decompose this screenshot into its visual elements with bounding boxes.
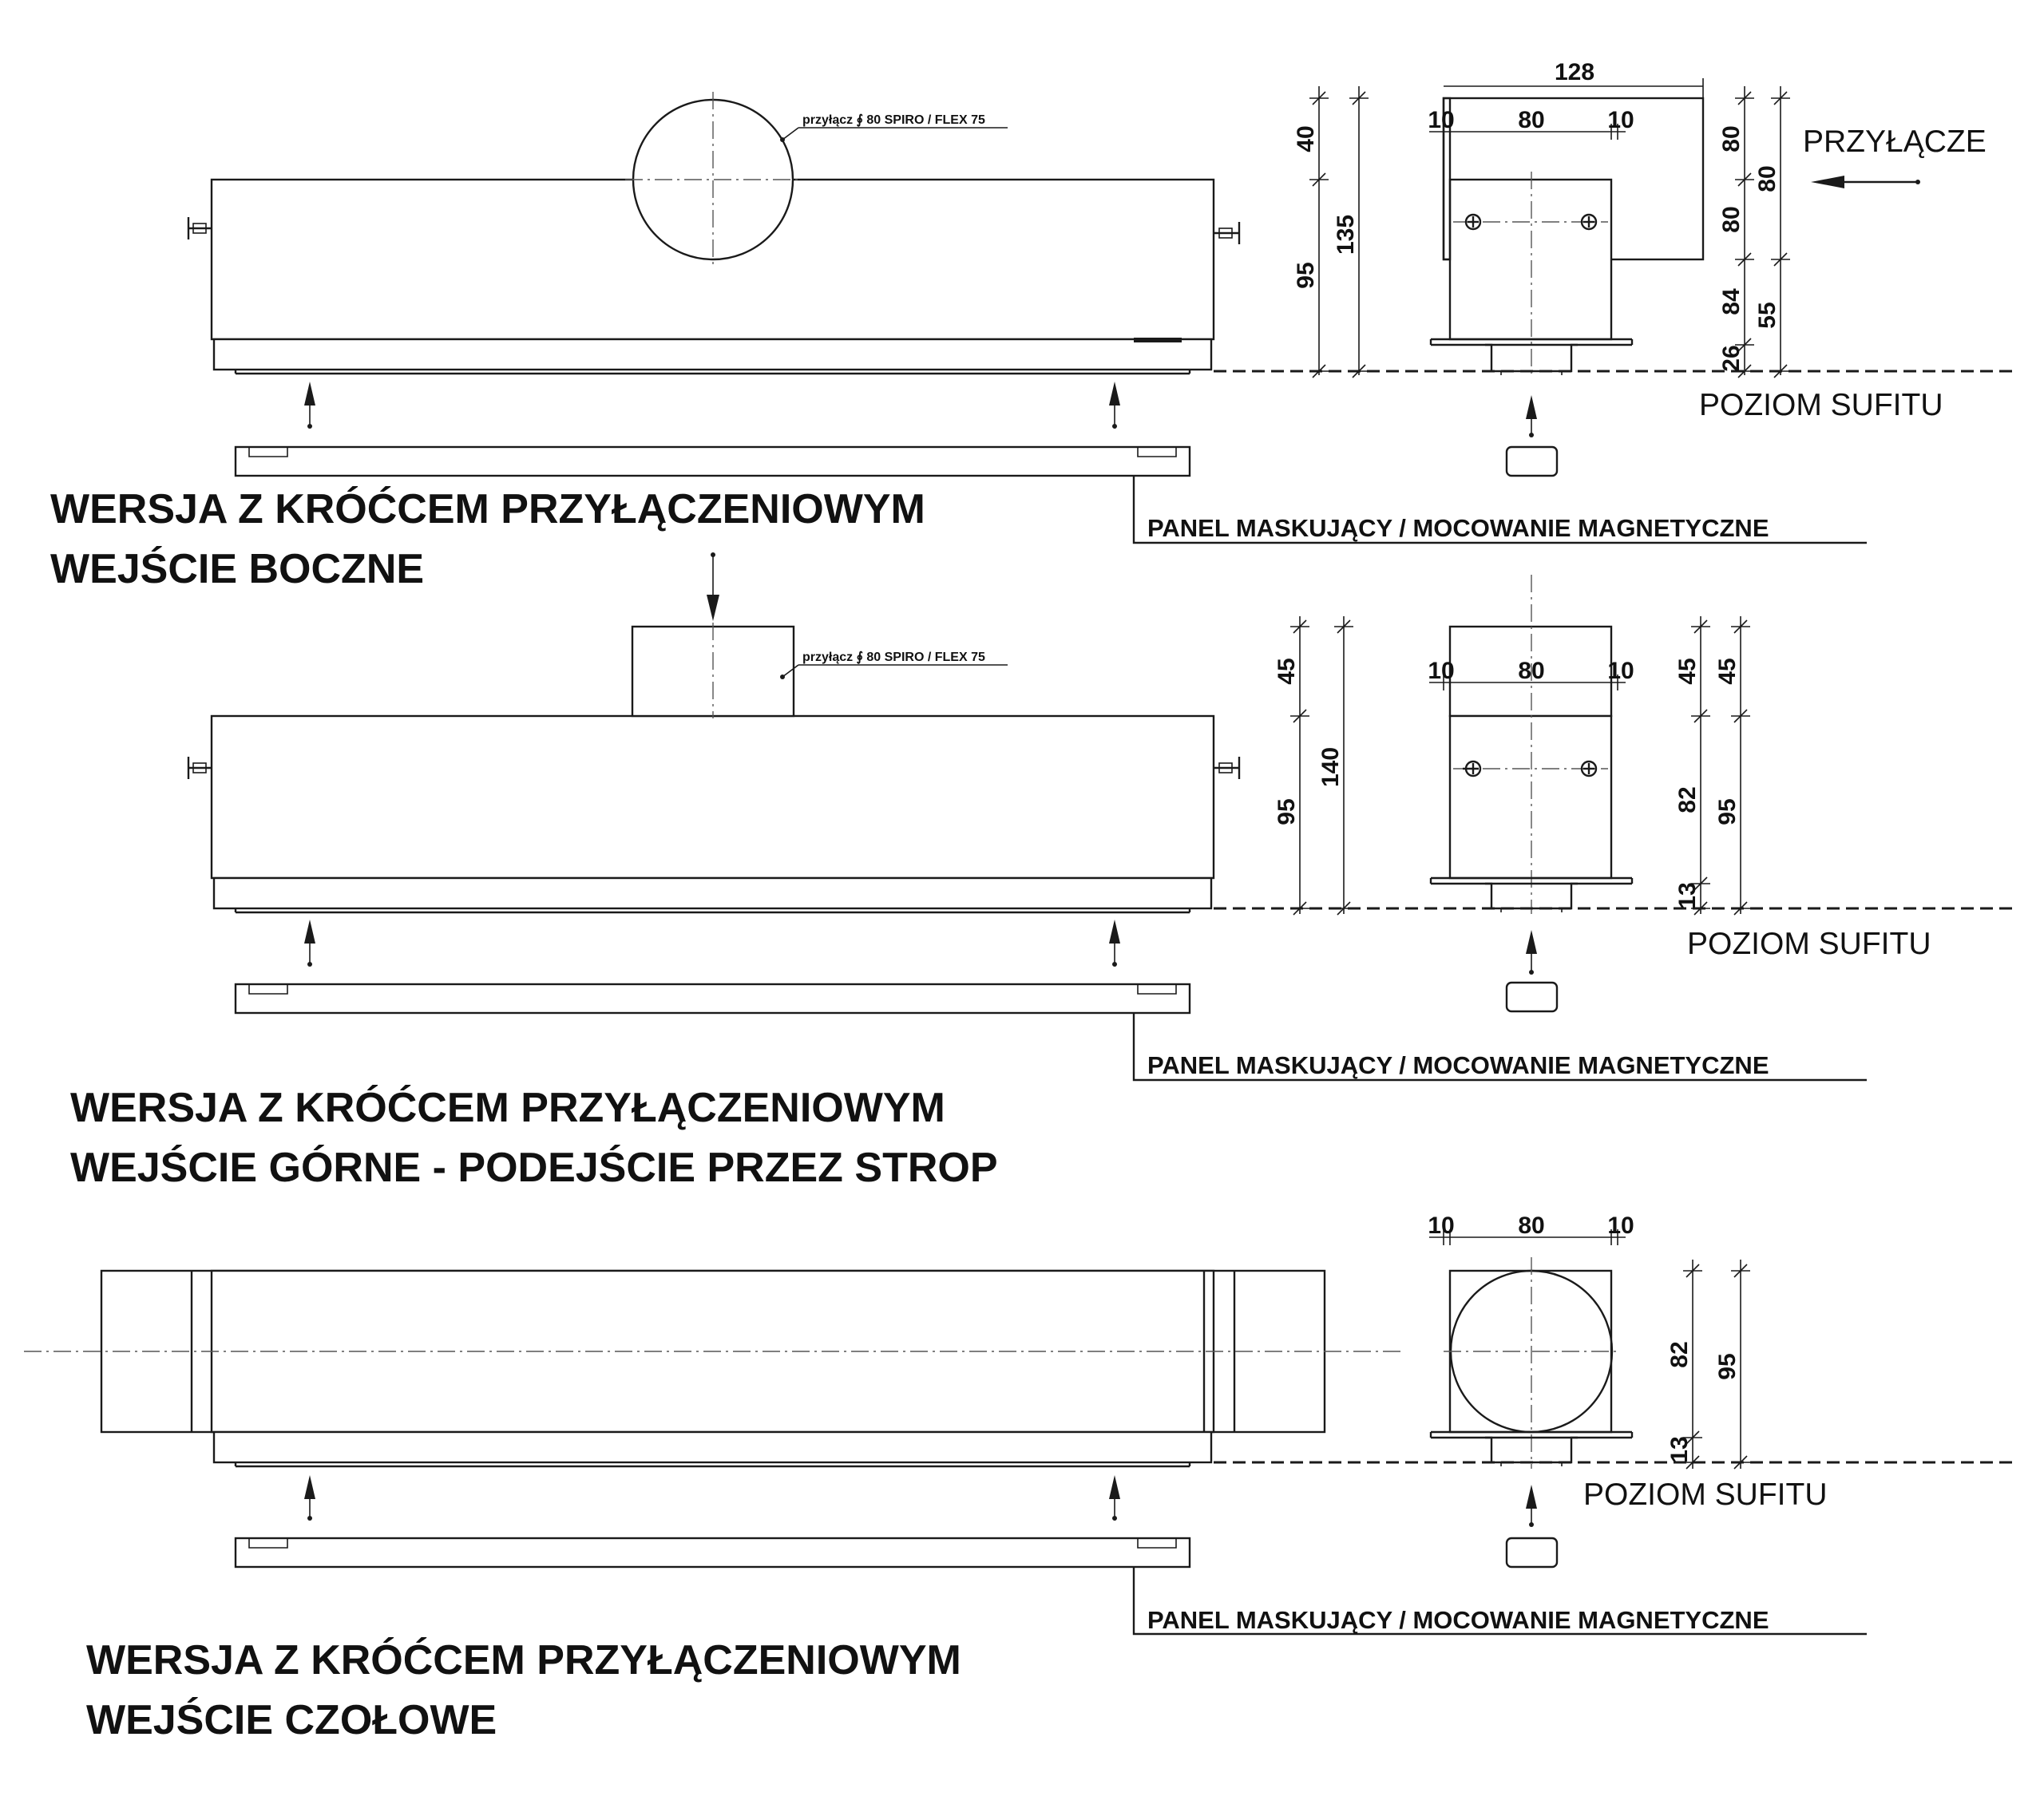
bolt-left: [187, 757, 211, 779]
status-led: [1134, 338, 1182, 342]
dim-side-lower: 95: [1274, 798, 1300, 825]
dim-side-upper: 45: [1274, 658, 1300, 684]
dims-left-2: 45 95 140: [1274, 616, 1353, 916]
masking-panel-label: PANEL MASKUJĄCY / MOCOWANIE MAGNETYCZNE: [1147, 1051, 1769, 1079]
dim-middle: 80: [1518, 658, 1544, 684]
screw-icon: [1463, 760, 1482, 777]
masking-panel-label: PANEL MASKUJĄCY / MOCOWANIE MAGNETYCZNE: [1147, 514, 1769, 542]
front-view-3: PANEL MASKUJĄCY / MOCOWANIE MAGNETYCZNE: [24, 1269, 1867, 1636]
masking-panel-label: PANEL MASKUJĄCY / MOCOWANIE MAGNETYCZNE: [1147, 1606, 1769, 1634]
dims-top-2: 10 80 10: [1428, 658, 1634, 690]
ceiling-level-label: POZIOM SUFITU: [1687, 927, 1931, 961]
dim-left-margin: 10: [1428, 107, 1454, 133]
mount-arrow-left: [304, 382, 315, 429]
dim-side-total: 140: [1317, 747, 1344, 787]
dim-left-margin: 10: [1428, 1213, 1454, 1239]
inlet-arrow-icon: [707, 552, 719, 621]
dim-right-b: 80: [1754, 165, 1781, 192]
front-view-1: przyłącz ∮ 80 SPIRO / FLEX 75 PANEL MASK…: [187, 92, 1867, 544]
side-view-1: PRZYŁĄCZE: [1429, 97, 1987, 477]
bolt-right: [1214, 222, 1241, 244]
ceiling-level-label: POZIOM SUFITU: [1583, 1478, 1828, 1512]
dim-right-e: 13: [1666, 1436, 1693, 1462]
bolt-right: [1214, 757, 1241, 779]
side-body: [1448, 178, 1613, 341]
dim-middle: 80: [1518, 107, 1544, 133]
dim-right-margin: 10: [1607, 1213, 1634, 1239]
dims-top-3: 10 80 10: [1428, 1213, 1634, 1245]
dim-top-width: 128: [1555, 59, 1594, 85]
mount-arrow-left: [304, 920, 315, 967]
dim-right-c: 84: [1718, 288, 1745, 315]
ceiling-level-label: POZIOM SUFITU: [1699, 388, 1943, 422]
section-side-entry: przyłącz ∮ 80 SPIRO / FLEX 75 PANEL MASK…: [50, 59, 2018, 592]
masking-panel-3: [234, 1537, 1191, 1569]
connection-arrow-icon: [1811, 176, 1920, 188]
side-panel: [1505, 981, 1559, 1013]
side-panel: [1505, 1537, 1559, 1569]
section-title: WERSJA Z KRÓĆCEM PRZYŁĄCZENIOWYM: [70, 1085, 945, 1131]
connector-note: przyłącz ∮ 80 SPIRO / FLEX 75: [802, 651, 985, 664]
section-title: WERSJA Z KRÓĆCEM PRZYŁĄCZENIOWYM: [86, 1637, 961, 1683]
dims-right-3: 82 95 13: [1666, 1260, 1750, 1470]
dim-right-d: 95: [1714, 1353, 1741, 1379]
section-front-entry: PANEL MASKUJĄCY / MOCOWANIE MAGNETYCZNE …: [24, 1213, 2018, 1743]
dims-left-1: 40 95 135: [1293, 86, 1369, 378]
dim-right-a: 80: [1718, 125, 1745, 152]
housing-body: [210, 714, 1215, 880]
mount-arrow-side: [1526, 930, 1537, 975]
dims-top-1: 128 10 80 10: [1428, 59, 1704, 140]
dim-right-margin: 10: [1607, 658, 1634, 684]
mount-arrow-right: [1109, 382, 1120, 429]
housing-frame: [212, 1430, 1213, 1464]
mount-arrow-left: [304, 1475, 315, 1521]
housing-frame: [212, 876, 1213, 910]
section-subtitle: WEJŚCIE GÓRNE - PODEJŚCIE PRZEZ STROP: [70, 1145, 998, 1191]
dim-middle: 80: [1518, 1213, 1544, 1239]
dim-right-e: 26: [1718, 345, 1745, 371]
dim-right-d: 55: [1754, 302, 1781, 328]
dim-left-margin: 10: [1428, 658, 1454, 684]
side-body: [1448, 714, 1613, 880]
section-title: WERSJA Z KRÓĆCEM PRZYŁĄCZENIOWYM: [50, 486, 925, 532]
mount-arrow-side: [1526, 1485, 1537, 1527]
front-view-2: przyłącz ∮ 80 SPIRO / FLEX 75 PANEL MASK…: [187, 552, 1867, 1082]
side-connector: [1448, 625, 1613, 718]
dim-side-lower: 95: [1293, 262, 1319, 288]
dim-right-e: 13: [1674, 882, 1701, 908]
side-view-2: [1429, 575, 1634, 1013]
dim-right-b: 45: [1714, 658, 1741, 684]
bolt-left: [187, 217, 211, 239]
dim-right-b2: 80: [1718, 206, 1745, 232]
dim-side-upper: 40: [1293, 125, 1319, 152]
top-connector: [631, 625, 795, 718]
screw-icon: [1580, 760, 1598, 777]
dims-right-2: 45 45 82 95 13: [1674, 616, 1750, 916]
connector-note: przyłącz ∮ 80 SPIRO / FLEX 75: [802, 113, 985, 127]
dim-right-a: 45: [1674, 658, 1701, 684]
dim-side-total: 135: [1333, 215, 1359, 255]
mount-arrow-right: [1109, 920, 1120, 967]
dims-right-1: 80 80 80 84 55 26: [1718, 86, 1790, 378]
connection-label: PRZYŁĄCZE: [1803, 125, 1987, 159]
masking-panel-1: [234, 445, 1191, 477]
side-panel: [1505, 445, 1559, 477]
mount-arrow-right: [1109, 1475, 1120, 1521]
screw-icon: [1580, 213, 1598, 231]
mount-arrow-side: [1526, 395, 1537, 437]
section-top-entry: przyłącz ∮ 80 SPIRO / FLEX 75 PANEL MASK…: [70, 552, 2018, 1191]
section-subtitle: WEJŚCIE BOCZNE: [50, 546, 424, 592]
masking-panel-2: [234, 983, 1191, 1015]
screw-icon: [1464, 213, 1482, 231]
dim-right-d: 95: [1714, 798, 1741, 825]
housing-frame: [212, 338, 1213, 371]
dim-right-c: 82: [1666, 1341, 1693, 1367]
side-view-3: [1429, 1257, 1634, 1569]
dim-right-margin: 10: [1607, 107, 1634, 133]
dim-right-c: 82: [1674, 786, 1701, 813]
section-subtitle: WEJŚCIE CZOŁOWE: [86, 1697, 497, 1743]
